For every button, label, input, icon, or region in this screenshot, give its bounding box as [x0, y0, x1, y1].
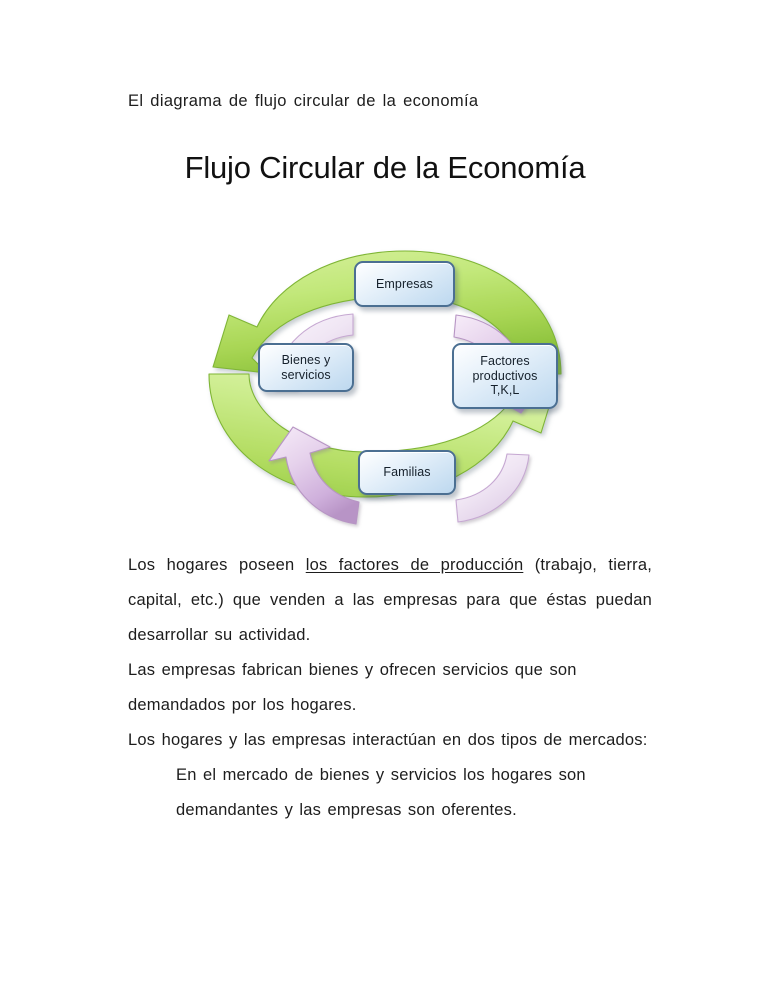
node-familias-label: Familias: [383, 465, 431, 480]
node-empresas-label: Empresas: [375, 276, 434, 291]
paragraph-4: En el mercado de bienes y servicios los …: [176, 766, 586, 819]
circular-flow-figure: Flujo Circular de la Economía: [150, 145, 620, 535]
paragraph-3: Los hogares y las empresas interactúan e…: [128, 731, 648, 749]
node-bienes-label-line2: servicios: [281, 367, 331, 382]
paragraph-1-seg-3: (trabajo, tierra, capital, etc.) que ven…: [128, 556, 652, 644]
node-factores-label-line1: Factores: [480, 353, 530, 368]
inner-pink-arrow-familias-to-bienes: [268, 426, 360, 525]
intro-line: El diagrama de flujo circular de la econ…: [128, 92, 479, 110]
figure-title: Flujo Circular de la Economía: [184, 150, 586, 185]
node-factores-productivos: Factores productivos T,K,L: [452, 343, 558, 409]
inner-pink-band-factores-to-familias: [455, 453, 530, 523]
paragraph-1-seg-1: Los hogares poseen: [128, 556, 306, 574]
body-text: Los hogares poseen los factores de produ…: [128, 548, 652, 828]
paragraph-1: Los hogares poseen los factores de produ…: [128, 548, 652, 653]
node-familias: Familias: [358, 450, 456, 495]
node-factores-label-line2: productivos: [472, 368, 538, 383]
node-factores-label-line3: T,K,L: [490, 383, 520, 398]
paragraph-2: Las empresas fabrican bienes y ofrecen s…: [128, 661, 577, 714]
node-empresas: Empresas: [354, 261, 455, 307]
paragraph-1-underlined-term: los factores de producción: [305, 556, 524, 574]
node-bienes-label-line1: Bienes y: [281, 352, 331, 367]
node-bienes-y-servicios: Bienes y servicios: [258, 343, 354, 392]
